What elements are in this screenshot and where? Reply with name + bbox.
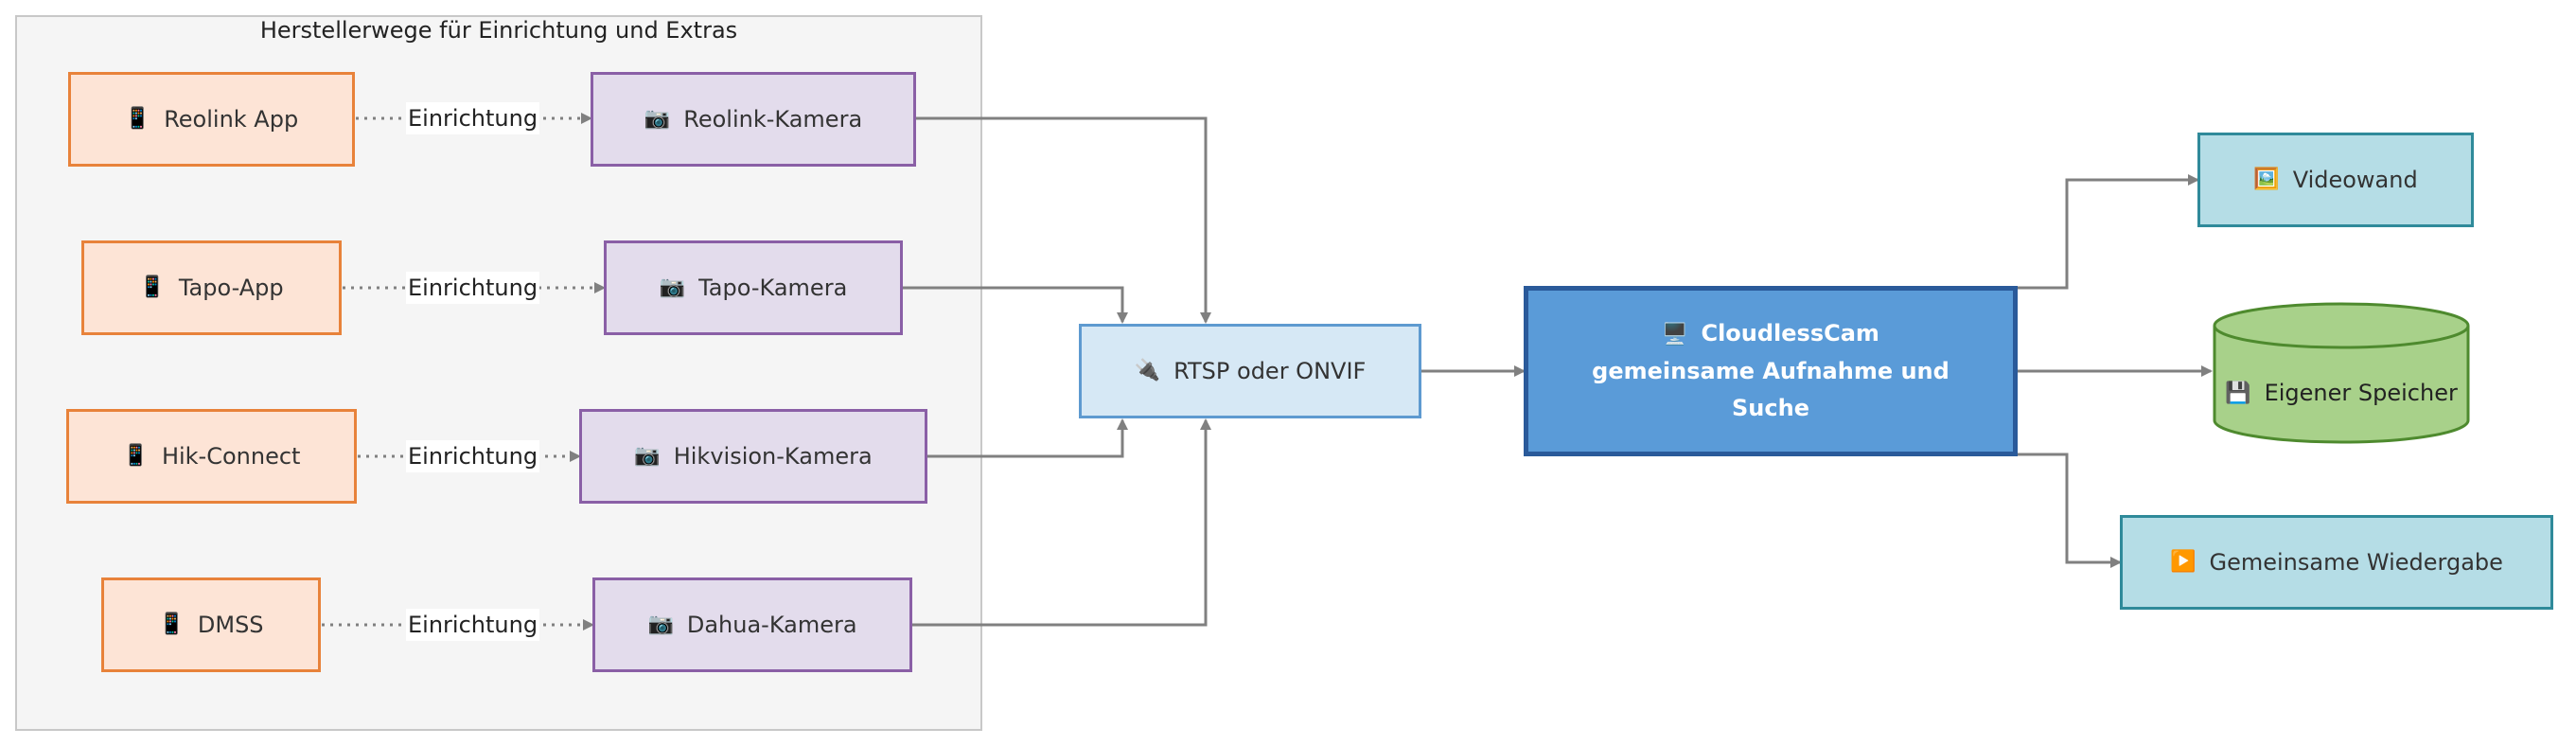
node-tapo-app: 📱 Tapo-App — [81, 240, 342, 335]
node-reolink-app: 📱 Reolink App — [68, 72, 355, 167]
node-own-storage-label: 💾 Eigener Speicher — [2212, 375, 2471, 411]
node-label: RTSP oder ONVIF — [1173, 358, 1367, 384]
mobile-phone-icon: 📱 — [124, 107, 151, 131]
edge-label-setup-tapo: Einrichtung — [406, 272, 540, 304]
framed-picture-icon: 🖼️ — [2253, 168, 2280, 191]
camera-icon: 📷 — [647, 613, 674, 636]
node-label: Hikvision-Kamera — [673, 443, 873, 470]
node-label: Reolink-Kamera — [683, 106, 863, 133]
edge-core-to-playback — [2018, 453, 2122, 568]
node-label: Hik-Connect — [161, 443, 301, 470]
core-subtitle-line-1: gemeinsame Aufnahme und — [1592, 358, 1950, 384]
node-label: Reolink App — [164, 106, 299, 133]
node-dahua-camera: 📷 Dahua-Kamera — [592, 577, 912, 672]
node-label: Eigener Speicher — [2264, 380, 2458, 406]
core-title-line: 🖥️ CloudlessCam — [1662, 315, 1879, 353]
core-title: CloudlessCam — [1701, 320, 1879, 346]
node-label: Videowand — [2292, 167, 2418, 193]
mobile-phone-icon: 📱 — [158, 613, 185, 636]
node-hikvision-camera: 📷 Hikvision-Kamera — [579, 409, 927, 504]
play-button-icon: ▶️ — [2170, 550, 2197, 574]
core-subtitle-line-2: Suche — [1732, 395, 1809, 421]
camera-icon: 📷 — [659, 275, 686, 299]
node-reolink-camera: 📷 Reolink-Kamera — [591, 72, 916, 167]
node-label: Dahua-Kamera — [686, 612, 857, 638]
node-own-storage — [2213, 302, 2470, 444]
mobile-phone-icon: 📱 — [122, 444, 149, 468]
plug-icon: 🔌 — [1134, 359, 1161, 382]
node-videowall: 🖼️ Videowand — [2197, 133, 2474, 227]
camera-icon: 📷 — [644, 107, 671, 131]
edge-dahua-to-protocol — [912, 418, 1211, 627]
node-label: DMSS — [197, 612, 264, 638]
camera-icon: 📷 — [634, 444, 661, 468]
node-label: Gemeinsame Wiedergabe — [2209, 549, 2503, 576]
edge-label-setup-dahua: Einrichtung — [406, 609, 540, 641]
vendor-group-title: Herstellerwege für Einrichtung und Extra… — [259, 17, 738, 44]
edge-core-to-videowall — [2018, 174, 2199, 290]
edge-hikvision-to-protocol — [927, 418, 1128, 458]
edge-tapo-to-protocol — [903, 286, 1128, 324]
edge-label-setup-hikvision: Einrichtung — [406, 440, 540, 472]
node-dmss: 📱 DMSS — [101, 577, 321, 672]
node-shared-playback: ▶️ Gemeinsame Wiedergabe — [2120, 515, 2553, 610]
mobile-phone-icon: 📱 — [139, 275, 166, 299]
node-label: Tapo-Kamera — [698, 275, 848, 301]
edge-reolink-to-protocol — [916, 116, 1211, 324]
node-cloudlesscam: 🖥️ CloudlessCam gemeinsame Aufnahme und S… — [1524, 286, 2018, 456]
node-label: Tapo-App — [178, 275, 284, 301]
node-rtsp-onvif: 🔌 RTSP oder ONVIF — [1079, 324, 1421, 418]
floppy-disk-icon: 💾 — [2225, 381, 2251, 405]
node-tapo-camera: 📷 Tapo-Kamera — [604, 240, 903, 335]
edge-label-setup-reolink: Einrichtung — [406, 102, 540, 134]
computer-icon: 🖥️ — [1662, 323, 1688, 346]
node-hik-connect: 📱 Hik-Connect — [66, 409, 357, 504]
